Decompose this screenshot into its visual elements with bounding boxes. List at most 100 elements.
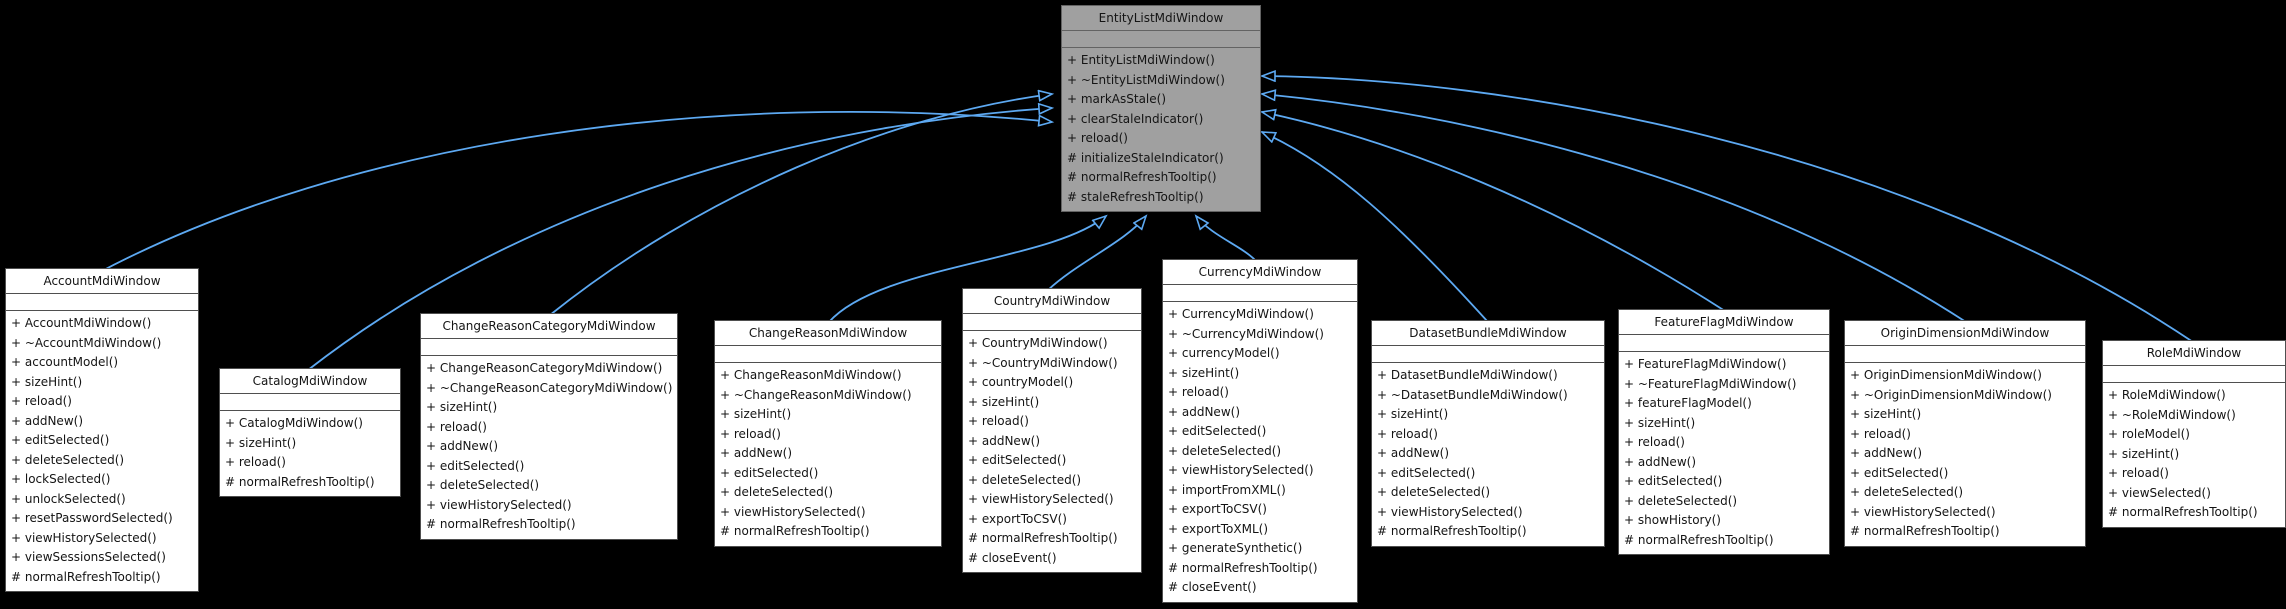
class-method-list: + CatalogMdiWindow()+ sizeHint()+ reload…	[220, 411, 400, 496]
class-title: OriginDimensionMdiWindow	[1845, 321, 2085, 346]
class-member: + viewHistorySelected()	[426, 497, 572, 512]
class-member: # normalRefreshTooltip()	[968, 531, 1118, 545]
class-member: + deleteSelected()	[1168, 443, 1282, 458]
class-box-CurrencyMdiWindow: CurrencyMdiWindow+ CurrencyMdiWindow()+ …	[1162, 259, 1358, 603]
class-box-AccountMdiWindow: AccountMdiWindow + AccountMdiWindow()+ ~A…	[5, 268, 199, 592]
class-title: AccountMdiWindow	[6, 269, 198, 294]
class-member: + countryModel()	[968, 375, 1074, 389]
class-member: + EntityListMdiWindow()	[1067, 53, 1215, 67]
class-member: + reload()	[720, 426, 781, 441]
class-member: + editSelected()	[720, 465, 819, 480]
class-member: + editSelected()	[1377, 465, 1476, 480]
class-member: # initializeStaleIndicator()	[1067, 150, 1224, 165]
class-member: # normalRefreshTooltip()	[1067, 170, 1217, 184]
inheritance-arrow-AccountMdiWindow	[99, 111, 1052, 273]
class-box-EntityListMdiWindow: EntityListMdiWindow + EntityListMdiWindow…	[1061, 5, 1261, 212]
class-member: + accountModel()	[11, 355, 119, 369]
inheritance-arrow-FeatureFlagMdiWindow	[1262, 112, 1726, 312]
class-member: # normalRefreshTooltip()	[225, 474, 375, 489]
class-member: + CountryMdiWindow()	[968, 336, 1108, 350]
class-box-ChangeReasonMdiWindow: ChangeReasonMdiWindow+ ChangeReasonMdiWi…	[714, 320, 942, 547]
class-member: + FeatureFlagMdiWindow()	[1624, 357, 1787, 371]
class-member: + sizeHint()	[1377, 407, 1449, 421]
class-member: + ~OriginDimensionMdiWindow()	[1850, 387, 2052, 402]
class-box-DatasetBundleMdiWindow: DatasetBundleMdiWindow+ DatasetBundleMdi…	[1371, 320, 1605, 547]
class-method-list: + ChangeReasonMdiWindow()+ ~ChangeReason…	[715, 363, 941, 546]
class-member: + reload()	[2108, 466, 2169, 480]
class-member: + ~CurrencyMdiWindow()	[1168, 326, 1324, 341]
class-member: + addNew()	[1377, 446, 1449, 460]
class-member: + importFromXML()	[1168, 482, 1286, 497]
class-member: + viewHistorySelected()	[1377, 504, 1523, 519]
class-member: + editSelected()	[1624, 474, 1723, 488]
class-title: EntityListMdiWindow	[1062, 6, 1260, 31]
class-member: + markAsStale()	[1067, 92, 1167, 106]
inheritance-arrow-CountryMdiWindow	[1047, 216, 1146, 291]
class-member: + ~FeatureFlagMdiWindow()	[1624, 376, 1797, 391]
class-member: + deleteSelected()	[720, 485, 834, 499]
class-member: # normalRefreshTooltip()	[11, 569, 161, 584]
class-title: FeatureFlagMdiWindow	[1619, 310, 1829, 335]
class-member: # normalRefreshTooltip()	[1168, 560, 1318, 575]
class-method-list: + FeatureFlagMdiWindow() + ~FeatureFlagMd…	[1619, 352, 1829, 554]
class-member: + reload()	[968, 414, 1029, 428]
class-attributes-empty	[2103, 366, 2285, 383]
class-title: DatasetBundleMdiWindow	[1372, 321, 1604, 346]
class-member: + reload()	[11, 394, 72, 408]
class-method-list: + AccountMdiWindow()+ ~AccountMdiWindow(…	[6, 311, 198, 591]
class-member: + unlockSelected()	[11, 491, 126, 506]
class-method-list: + ChangeReasonCategoryMdiWindow()+ ~Chan…	[421, 356, 677, 539]
class-box-CatalogMdiWindow: CatalogMdiWindow+ CatalogMdiWindow()+ si…	[219, 368, 401, 497]
class-member: + addNew()	[968, 433, 1040, 448]
class-method-list: + RoleMdiWindow()+ ~RoleMdiWindow()+ rol…	[2103, 383, 2285, 527]
class-attributes-empty	[220, 394, 400, 411]
class-attributes-empty	[6, 294, 198, 311]
class-member: + ~CountryMdiWindow()	[968, 355, 1118, 370]
class-member: + roleModel()	[2108, 427, 2190, 441]
class-member: + deleteSelected()	[426, 478, 540, 492]
class-member: # normalRefreshTooltip()	[426, 517, 576, 531]
class-member: + deleteSelected()	[1624, 493, 1738, 508]
class-member: + ~RoleMdiWindow()	[2108, 407, 2236, 422]
class-member: + editSelected()	[11, 433, 110, 447]
class-member: + clearStaleIndicator()	[1067, 111, 1204, 126]
class-member: + addNew()	[1168, 404, 1240, 419]
class-member: + editSelected()	[1850, 465, 1949, 480]
inheritance-arrow-ChangeReasonCategoryMdiWindow	[549, 94, 1052, 316]
class-member: + editSelected()	[1168, 424, 1267, 438]
class-member: + ~DatasetBundleMdiWindow()	[1377, 387, 1568, 402]
class-member: + CurrencyMdiWindow()	[1168, 307, 1314, 321]
class-member: + generateSynthetic()	[1168, 541, 1303, 555]
class-attributes-empty	[715, 346, 941, 363]
inheritance-arrow-CatalogMdiWindow	[307, 108, 1052, 371]
class-member: + exportToCSV()	[1168, 502, 1267, 516]
inheritance-arrow-OriginDimensionMdiWindow	[1262, 94, 1967, 323]
class-member: + viewSessionsSelected()	[11, 550, 166, 564]
class-member: + exportToCSV()	[968, 511, 1067, 526]
class-box-ChangeReasonCategoryMdiWindow: ChangeReasonCategoryMdiWindow + ChangeRea…	[420, 313, 678, 540]
class-member: # closeEvent()	[968, 550, 1057, 565]
class-member: + ChangeReasonMdiWindow()	[720, 368, 902, 382]
class-title: CountryMdiWindow	[963, 289, 1141, 314]
class-member: + addNew()	[1624, 454, 1696, 469]
class-member: + sizeHint()	[720, 407, 792, 421]
class-member: + reload()	[426, 419, 487, 434]
class-member: + reload()	[1377, 426, 1438, 441]
class-member: # normalRefreshTooltip()	[720, 524, 870, 538]
class-member: + deleteSelected()	[968, 472, 1082, 487]
class-member: # staleRefreshTooltip()	[1067, 189, 1204, 204]
class-member: # normalRefreshTooltip()	[1850, 524, 2000, 538]
class-title: ChangeReasonCategoryMdiWindow	[421, 314, 677, 339]
class-member: # normalRefreshTooltip()	[1624, 532, 1774, 547]
class-member: + reload()	[1168, 385, 1229, 399]
class-member: + viewHistorySelected()	[1850, 504, 1996, 519]
class-member: + featureFlagModel()	[1624, 396, 1752, 410]
class-member: + AccountMdiWindow()	[11, 316, 152, 330]
class-attributes-empty	[963, 314, 1141, 331]
class-member: + reload()	[1624, 435, 1685, 449]
class-member: + viewHistorySelected()	[720, 504, 866, 519]
class-member: + viewHistorySelected()	[11, 530, 157, 545]
class-member: + sizeHint()	[968, 394, 1040, 409]
class-title: RoleMdiWindow	[2103, 341, 2285, 366]
